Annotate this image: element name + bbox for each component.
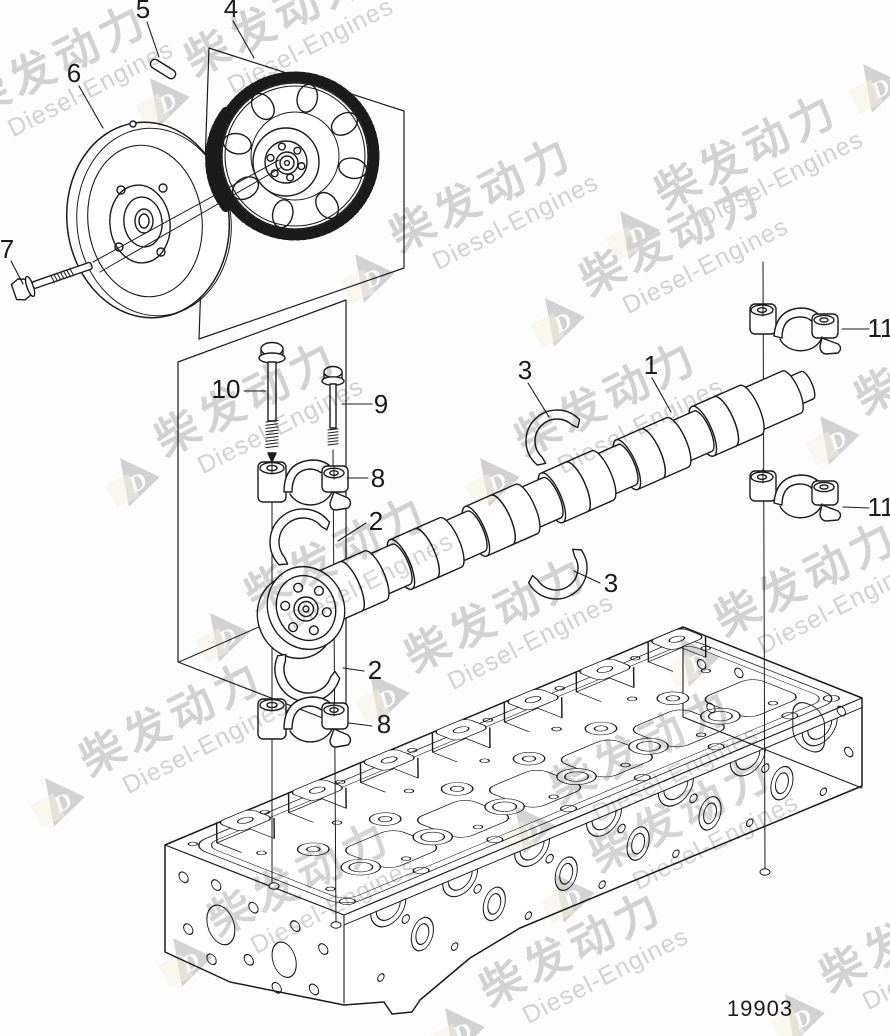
- callout-leader-line: [651, 377, 672, 413]
- callout-leader-line: [342, 667, 365, 672]
- callout-leader-line: [337, 522, 367, 542]
- shaft-axis-lines: [92, 159, 283, 273]
- guide-line-passthrough: [271, 301, 764, 717]
- camshaft-front-flange: [256, 565, 346, 660]
- part-number-callout: 3: [518, 355, 532, 385]
- callout-leader-line: [527, 382, 550, 418]
- bearing-cap-11-upper: [749, 303, 842, 355]
- bolt-10: [258, 341, 286, 463]
- part-number-callout: 4: [224, 0, 238, 23]
- callout-leader-line: [10, 260, 24, 285]
- callout-leader-line: [842, 506, 870, 509]
- part-number-callout: 9: [374, 389, 388, 419]
- part-number-callout: 2: [368, 655, 382, 685]
- part-number-callout: 2: [369, 506, 383, 536]
- callout-leader-line: [573, 570, 601, 584]
- bearing-shells: [269, 409, 588, 703]
- part-number-callout: 8: [377, 709, 391, 739]
- part-number-callout: 7: [0, 234, 14, 264]
- idler-gear: [205, 71, 380, 241]
- part-number-callout: 8: [371, 463, 385, 493]
- bolt-9: [321, 365, 345, 446]
- part-number-callout: 11: [868, 492, 890, 522]
- figure-number: 19903: [727, 996, 793, 1021]
- callout-leader-line: [232, 20, 255, 59]
- callout-leader-line: [78, 85, 104, 129]
- part-number-callout: 10: [212, 374, 241, 404]
- part-number-callout: 5: [136, 0, 150, 24]
- part-number-callout: 3: [604, 568, 618, 598]
- cylinder-head: [164, 626, 863, 1015]
- callout-leader-line: [146, 21, 160, 58]
- part-number-callout: 1: [644, 350, 658, 380]
- callout-leader-line: [348, 722, 373, 727]
- part-number-callout: 11: [868, 313, 890, 343]
- part-number-callout: 6: [67, 58, 81, 88]
- dowel-pin: [149, 58, 177, 80]
- bolt-7: [10, 261, 93, 301]
